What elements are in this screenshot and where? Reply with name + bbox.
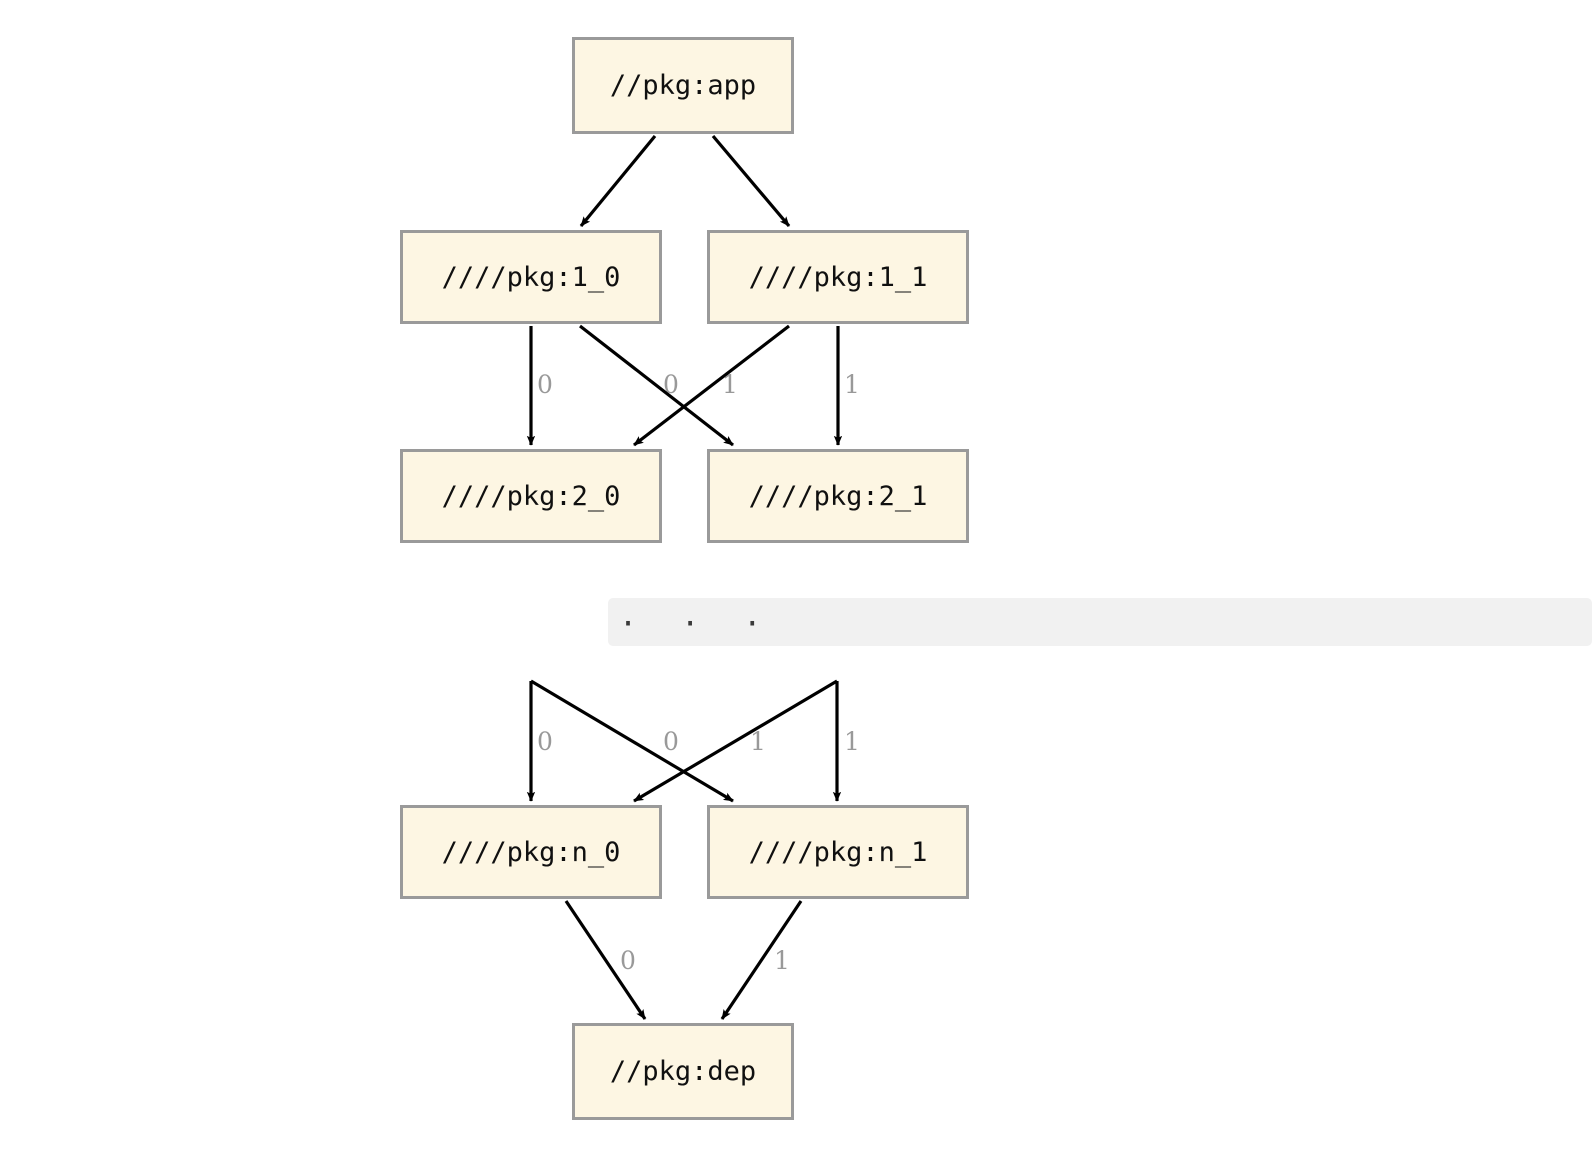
graph-node-label: //pkg:app bbox=[609, 70, 757, 101]
graph-edge-label: 0 bbox=[663, 370, 679, 399]
graph-node-label: ////pkg:n_1 bbox=[748, 836, 928, 868]
graph-node-label: //pkg:dep bbox=[609, 1056, 757, 1087]
graph-edge-label: 1 bbox=[844, 370, 860, 399]
graph-edge-e-n_1-dep bbox=[720, 900, 803, 1020]
ellipsis-dots: · · · bbox=[619, 607, 775, 642]
graph-node-label: ////pkg:n_0 bbox=[441, 836, 621, 868]
graph-node-n2_0[interactable]: ////pkg:2_0 bbox=[400, 449, 662, 543]
graph-edge-label: 1 bbox=[750, 727, 766, 756]
graph-edge-e-n_0-dep bbox=[564, 900, 647, 1020]
graph-edge-label: 1 bbox=[722, 370, 738, 399]
graph-truncation-band: · · · bbox=[608, 598, 1592, 646]
graph-edge-label: 1 bbox=[844, 727, 860, 756]
graph-node-n2_1[interactable]: ////pkg:2_1 bbox=[707, 449, 969, 543]
graph-edge-e-app-1_0 bbox=[579, 134, 657, 228]
graph-node-label: ////pkg:1_1 bbox=[748, 261, 928, 293]
graph-edge-label: 0 bbox=[620, 946, 636, 975]
graph-edge-label: 1 bbox=[774, 946, 790, 975]
graph-edge-e-x-n_1a bbox=[530, 679, 734, 803]
graph-edge-e-1_0-2_1 bbox=[579, 324, 734, 447]
graph-node-n1_0[interactable]: ////pkg:1_0 bbox=[400, 230, 662, 324]
graph-edge-e-app-1_1 bbox=[711, 134, 791, 228]
graph-node-label: ////pkg:1_0 bbox=[441, 261, 621, 293]
graph-edge-label: 0 bbox=[537, 370, 553, 399]
graph-edge-e-1_1-2_0 bbox=[633, 324, 790, 447]
graph-node-nn_1[interactable]: ////pkg:n_1 bbox=[707, 805, 969, 899]
graph-edge-label: 0 bbox=[537, 727, 553, 756]
graph-node-nn_0[interactable]: ////pkg:n_0 bbox=[400, 805, 662, 899]
edge-path-group bbox=[526, 134, 843, 1020]
graph-node-dep[interactable]: //pkg:dep bbox=[572, 1023, 794, 1120]
graph-edge-label: 0 bbox=[663, 727, 679, 756]
graph-edge-e-y-n_0 bbox=[633, 679, 838, 803]
graph-node-label: ////pkg:2_1 bbox=[748, 480, 928, 512]
graph-node-label: ////pkg:2_0 bbox=[441, 480, 621, 512]
graph-node-app[interactable]: //pkg:app bbox=[572, 37, 794, 134]
graph-node-n1_1[interactable]: ////pkg:1_1 bbox=[707, 230, 969, 324]
